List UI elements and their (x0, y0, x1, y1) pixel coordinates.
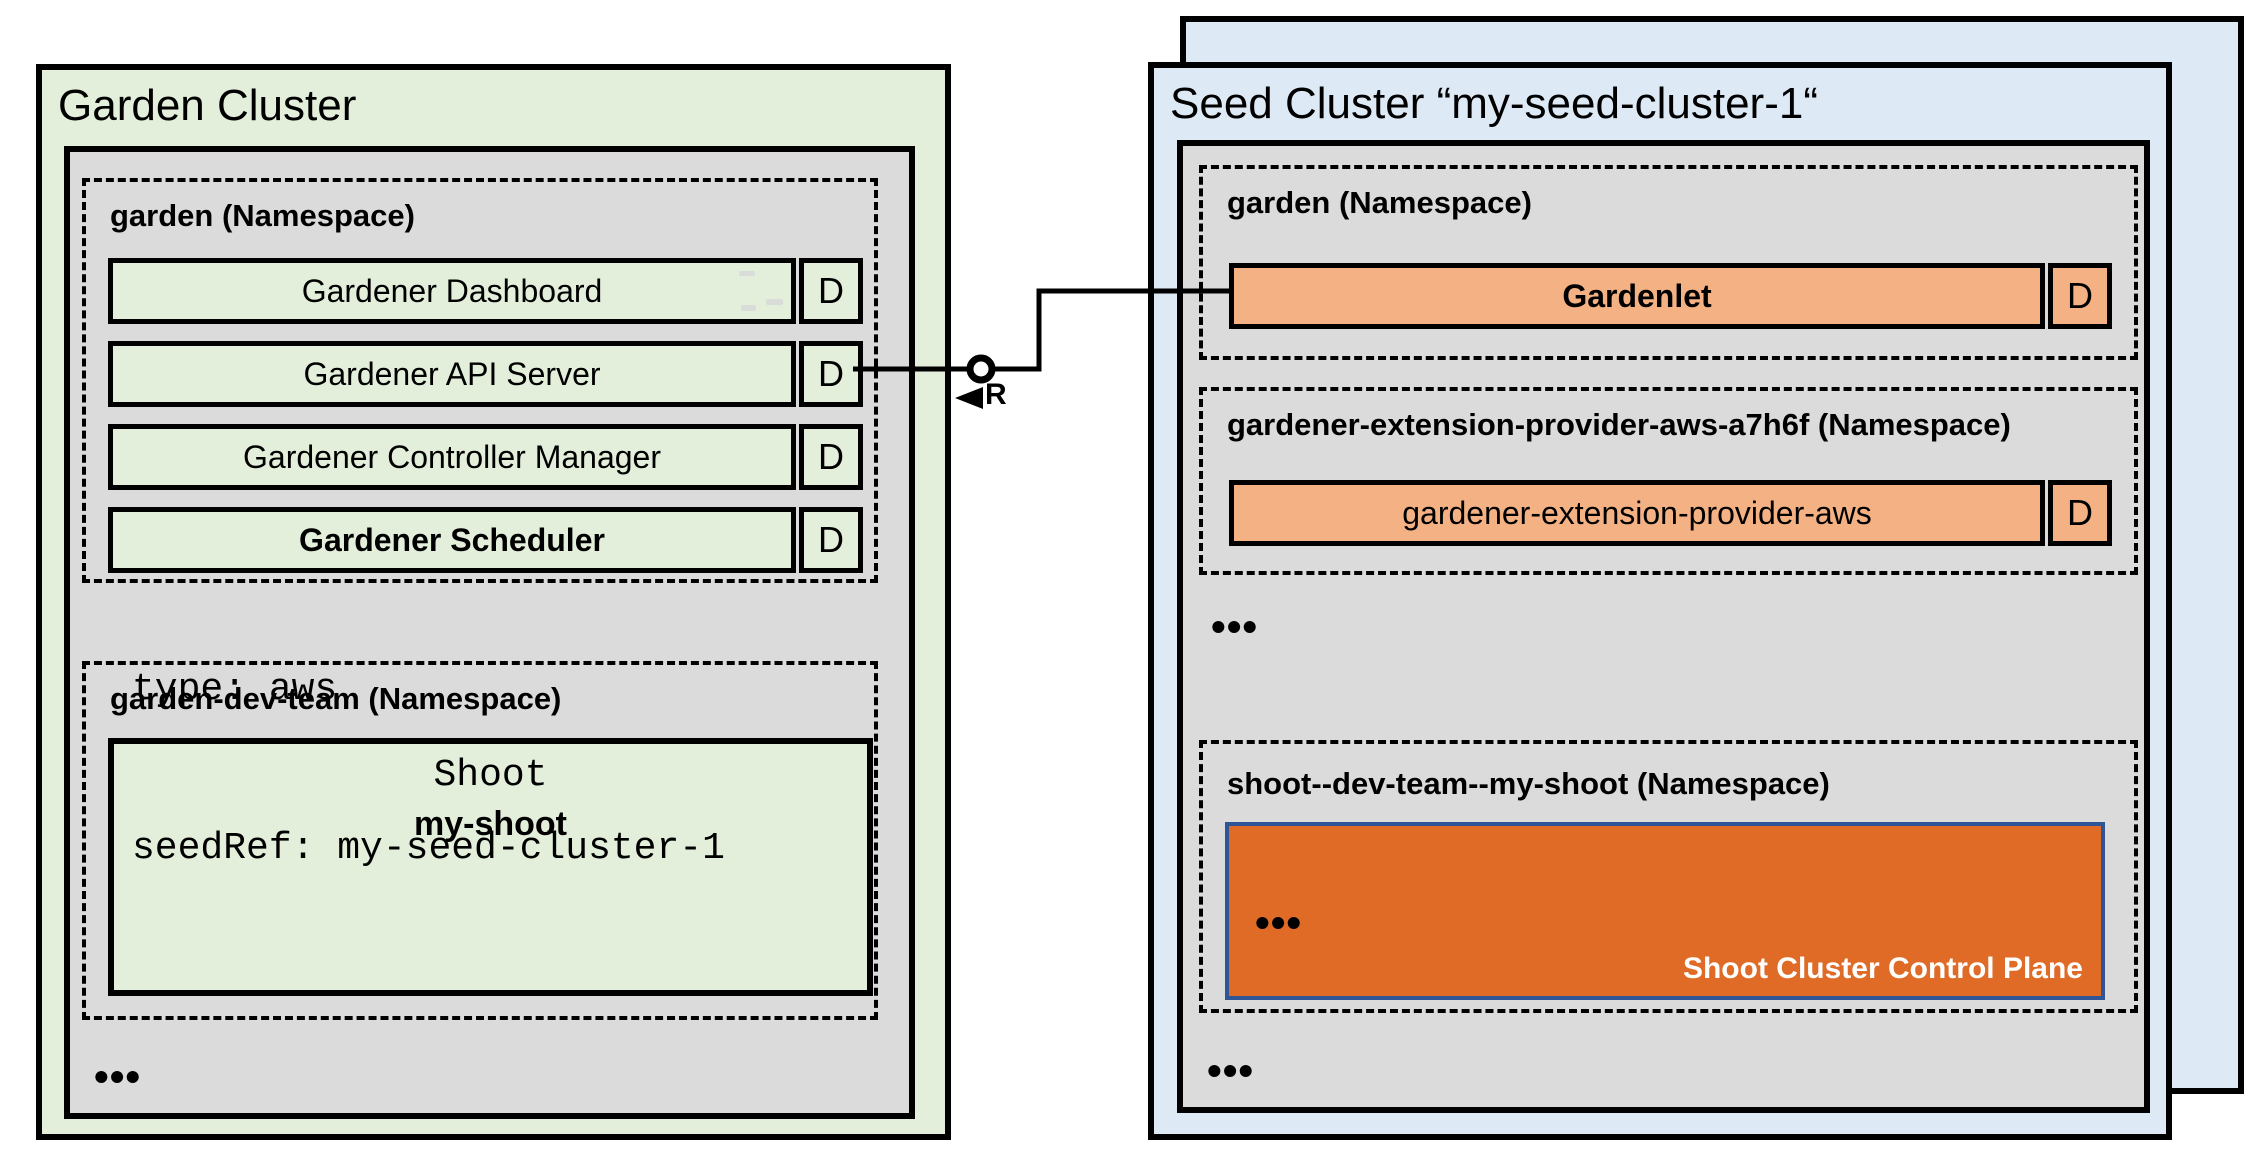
seed-cluster-panel: garden (Namespace) Gardenlet D gardener-… (1177, 140, 2150, 1113)
seed-namespace-shoot-label: shoot--dev-team--my-shoot (Namespace) (1227, 766, 1830, 801)
garden-cluster-title: Garden Cluster (58, 81, 357, 130)
component-gardener-dashboard: Gardener Dashboard D (108, 258, 863, 324)
more-extension-namespaces-ellipsis: ••• (1211, 603, 1259, 650)
component-label: Gardener API Server (108, 341, 796, 407)
shoot-cluster-control-plane-box: ••• Shoot Cluster Control Plane (1225, 822, 2105, 1000)
control-plane-label: Shoot Cluster Control Plane (1682, 952, 2083, 985)
garden-cluster-panel: garden (Namespace) Gardener Dashboard D … (64, 146, 915, 1119)
seed-namespace-shoot: shoot--dev-team--my-shoot (Namespace) ••… (1199, 740, 2138, 1013)
render-artifact-mark (766, 299, 783, 305)
seed-namespace-extension-label: gardener-extension-provider-aws-a7h6f (N… (1227, 407, 2011, 442)
namespace-garden: garden (Namespace) Gardener Dashboard D … (82, 178, 878, 583)
component-rows: Gardener Dashboard D Gardener API Server… (108, 258, 863, 590)
component-label: Gardener Dashboard (108, 258, 796, 324)
shoot-resource-box: Shoot my-shoot type: aws seedRef: my-see… (108, 668, 873, 996)
deployment-badge: D (799, 424, 863, 490)
more-namespaces-ellipsis: ••• (94, 1053, 142, 1100)
seed-cluster-title: Seed Cluster “my-seed-cluster-1“ (1170, 79, 1818, 128)
seed-namespace-garden-label: garden (Namespace) (1227, 185, 1532, 220)
seed-cluster-box: Seed Cluster “my-seed-cluster-1“ garden … (1148, 62, 2172, 1140)
component-label: Gardener Scheduler (108, 507, 796, 573)
connector-r-label: R (985, 378, 1007, 411)
component-label: Gardenlet (1229, 263, 2045, 329)
component-label: Gardener Controller Manager (108, 424, 796, 490)
seed-namespace-garden: garden (Namespace) Gardenlet D (1199, 165, 2138, 360)
shoot-spec-seedref: seedRef: my-seed-cluster-1 (132, 827, 725, 871)
shoot-kind: Shoot (433, 754, 548, 797)
namespace-garden-dev-team: garden-dev-team (Namespace) Shoot my-sho… (82, 661, 878, 1020)
component-text: Gardener Dashboard (301, 272, 603, 309)
shoot-spec: type: aws seedRef: my-seed-cluster-1 (132, 557, 725, 983)
component-gardenlet: Gardenlet D (1229, 263, 2112, 329)
component-gardener-controller-manager: Gardener Controller Manager D (108, 424, 863, 490)
interface-lollipop-icon (966, 354, 996, 384)
namespace-garden-dev-team-label: garden-dev-team (Namespace) (110, 681, 562, 716)
seed-namespace-extension: gardener-extension-provider-aws-a7h6f (N… (1199, 387, 2138, 575)
namespace-garden-label: garden (Namespace) (110, 198, 415, 233)
component-gardener-api-server: Gardener API Server D (108, 341, 863, 407)
control-plane-ellipsis: ••• (1255, 899, 1303, 946)
shoot-spec-type: type: aws (132, 667, 338, 711)
render-artifact-mark (741, 305, 756, 311)
garden-cluster-box: Garden Cluster garden (Namespace) Garden… (36, 64, 951, 1140)
component-extension-provider-aws: gardener-extension-provider-aws D (1229, 480, 2112, 546)
deployment-badge: D (799, 341, 863, 407)
component-label: gardener-extension-provider-aws (1229, 480, 2045, 546)
shoot-name: my-shoot (414, 805, 567, 843)
deployment-badge: D (2048, 263, 2112, 329)
component-gardener-scheduler: Gardener Scheduler D (108, 507, 863, 573)
deployment-badge: D (2048, 480, 2112, 546)
render-artifact-mark (739, 271, 755, 276)
watch-arrow-icon (955, 387, 983, 409)
more-shoot-namespaces-ellipsis: ••• (1207, 1047, 1255, 1094)
deployment-badge: D (799, 258, 863, 324)
deployment-badge: D (799, 507, 863, 573)
